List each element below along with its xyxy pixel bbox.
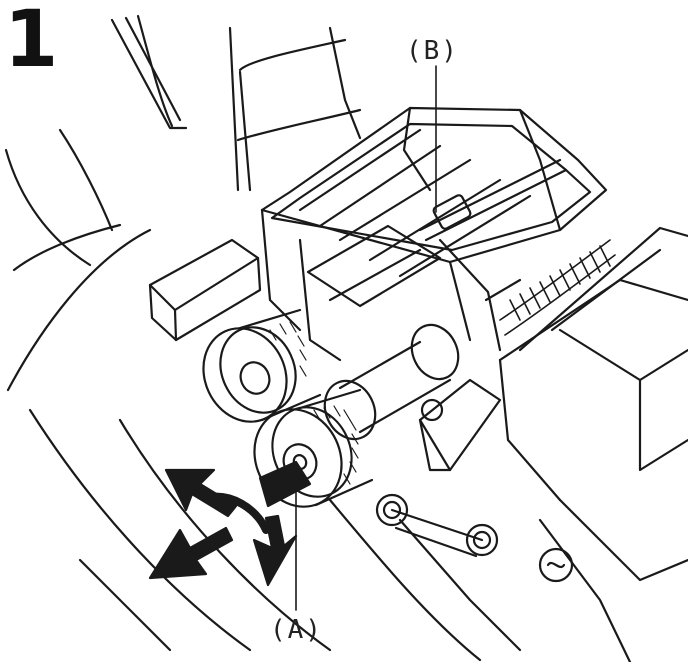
print-head-carriage [260, 106, 608, 362]
guide-rod-b [418, 158, 568, 242]
step-number: 1 [4, 0, 59, 85]
printer-housing-right [328, 226, 688, 664]
printer-housing-left [4, 128, 332, 652]
platen-roller [499, 239, 616, 336]
callout-label-b: (B) [406, 36, 459, 66]
callout-leader-lines [295, 65, 437, 611]
rotation-arrows [148, 468, 298, 587]
mounting-screw [375, 398, 574, 583]
callout-label-a: (A) [270, 615, 323, 645]
paper-sheet-outline [110, 14, 362, 192]
front-knob-a [253, 388, 374, 508]
shaft-a [258, 460, 312, 508]
knob-shaft [323, 323, 460, 441]
